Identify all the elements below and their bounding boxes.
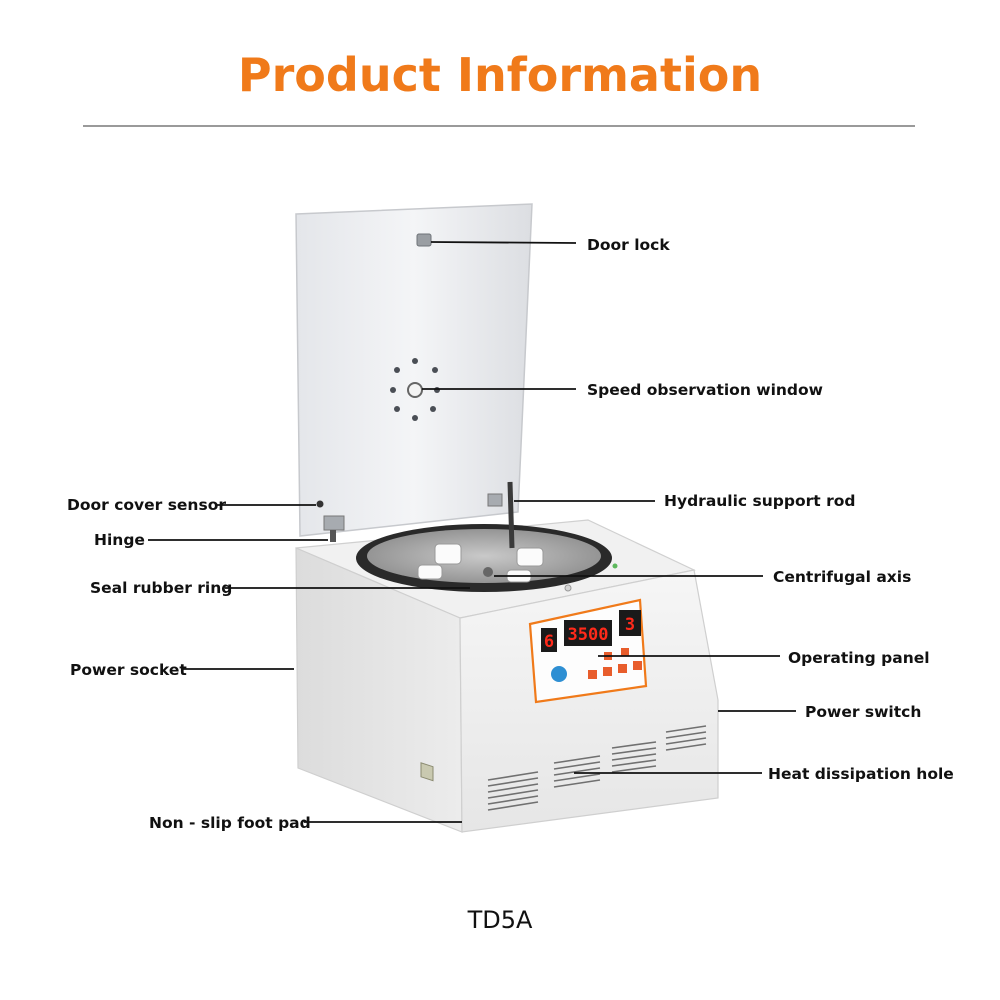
panel-button — [603, 667, 612, 676]
operating-panel: 6 3500 3 — [528, 598, 648, 704]
label-heat-dissipation-hole: Heat dissipation hole — [768, 765, 954, 783]
door-cover-sensor — [316, 500, 324, 508]
door-lock — [416, 233, 432, 247]
page-title: Product Information — [237, 48, 763, 102]
title-divider — [83, 125, 915, 127]
panel-display-right: 3 — [625, 615, 635, 635]
label-seal-rubber-ring: Seal rubber ring — [90, 579, 233, 597]
leader-door-lock — [430, 241, 577, 244]
label-hinge: Hinge — [94, 531, 145, 549]
panel-button — [588, 670, 597, 679]
label-centrifugal-axis: Centrifugal axis — [773, 568, 912, 586]
label-door-cover-sensor: Door cover sensor — [67, 496, 226, 514]
sample-tube — [516, 547, 544, 567]
label-power-switch: Power switch — [805, 703, 922, 721]
speed-observation-window — [390, 358, 440, 421]
sample-tube — [434, 543, 462, 565]
hinge — [323, 515, 345, 531]
label-hydraulic-support-rod: Hydraulic support rod — [664, 492, 856, 510]
label-door-lock: Door lock — [587, 236, 670, 254]
sample-tube — [417, 564, 443, 580]
centrifugal-axis — [483, 567, 493, 577]
heat-dissipation-hole — [487, 725, 707, 811]
label-power-socket: Power socket — [70, 661, 187, 679]
label-speed-observation-window: Speed observation window — [587, 381, 823, 399]
panel-button — [618, 664, 627, 673]
door-cover — [295, 203, 533, 537]
model-name: TD5A — [467, 906, 533, 934]
label-non-slip-foot-pad: Non - slip foot pad — [149, 814, 311, 832]
panel-display-left: 6 — [544, 632, 554, 652]
panel-button — [633, 661, 642, 670]
label-operating-panel: Operating panel — [788, 649, 930, 667]
power-socket — [420, 762, 434, 782]
panel-logo — [551, 666, 567, 682]
panel-display-speed: 3500 — [568, 625, 609, 645]
hydraulic-support-rod — [507, 481, 515, 549]
panel-button — [621, 648, 629, 656]
